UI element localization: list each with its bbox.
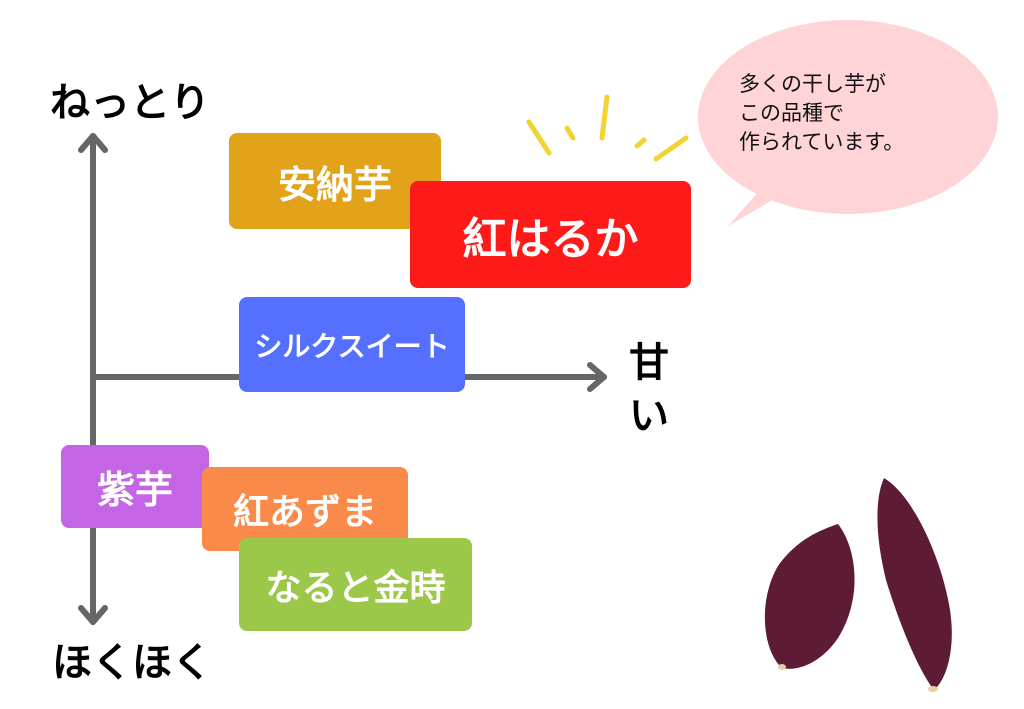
down-arrow-icon	[78, 605, 108, 625]
sweet-potato-left	[764, 524, 855, 669]
callout-line-2: この品種で	[739, 101, 844, 125]
variety-annoimo: 安納芋	[229, 133, 441, 229]
variety-beniazuma: 紅あずま	[202, 467, 408, 551]
axis-label-bottom: ほくほく	[52, 640, 212, 686]
variety-narutokintoki: なると金時	[239, 538, 472, 631]
variety-silksweet: シルクスイート	[239, 297, 465, 392]
sweet-potato-right	[877, 478, 952, 690]
callout-line-1: 多くの干し芋が	[739, 72, 886, 96]
speech-bubble	[698, 20, 998, 226]
axis-label-right-2: い	[629, 393, 669, 439]
up-arrow-icon	[78, 133, 108, 153]
axis-label-right-1: 甘	[629, 340, 669, 386]
sparkle-lines	[526, 94, 689, 162]
callout-line-3: 作られています。	[739, 130, 905, 154]
sweet-potato-illustration	[764, 478, 952, 692]
variety-murasakiimo: 紫芋	[61, 445, 209, 528]
axis-label-top: ねっとり	[50, 80, 210, 126]
right-arrow-icon	[587, 362, 607, 392]
variety-beniharuka: 紅はるか	[410, 181, 691, 288]
